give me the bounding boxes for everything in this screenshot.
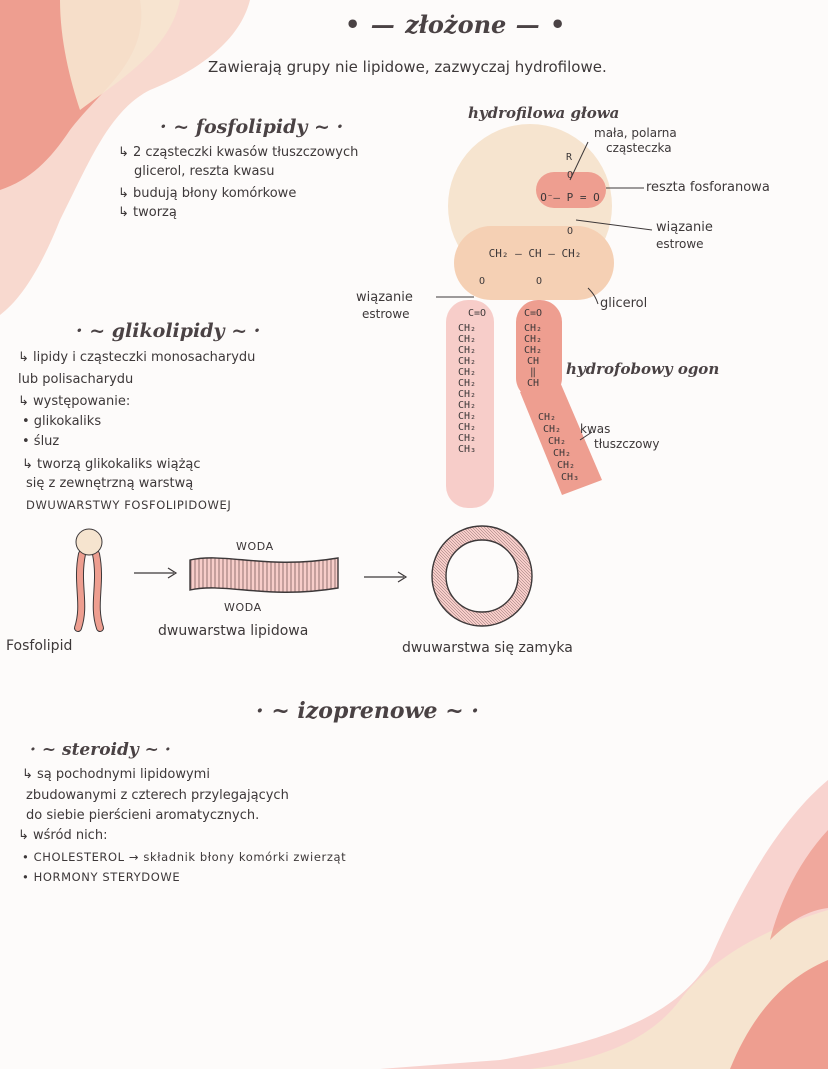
glikolipidy-line: ↳ lipidy i cząsteczki monosacharydu (18, 350, 256, 365)
chem-group: CH₃ (457, 444, 477, 455)
chem-group: CH₃ (560, 472, 580, 483)
subtitle: Zawierają grupy nie lipidowe, zazwyczaj … (208, 58, 607, 76)
phospholipid-structure (436, 124, 653, 508)
chem-group: CH₂ (457, 345, 477, 356)
water-top-label: WODA (236, 540, 274, 553)
chem-group: CH₂ (457, 323, 477, 334)
fosfolipidy-line: glicerol, reszta kwasu (134, 164, 275, 179)
lipid-bilayer-sheet (189, 557, 339, 593)
phospholipid-label: Fosfolipid (6, 638, 73, 654)
chem-group: CH₂ (457, 356, 477, 367)
chem-group: CH₂ (556, 460, 576, 471)
fosfolipidy-line: ↳ tworzą (118, 205, 177, 220)
chem-group: CH₂ (523, 345, 543, 356)
chem-group: CH₂ (457, 400, 477, 411)
chem-phosphate-row: O⁻– P = O (540, 191, 600, 204)
glikolipidy-line: się z zewnętrzną warstwą (26, 476, 194, 491)
closed-bilayer-vesicle (431, 525, 533, 627)
fosfolipidy-line: ↳ 2 cząsteczki kwasów tłuszczowych (118, 145, 359, 160)
chem-group: CH₂ (523, 334, 543, 345)
glikolipidy-line: ↳ występowanie: (18, 394, 131, 409)
steroidy-heading: · ~ steroidy ~ · (30, 740, 171, 760)
decorative-blob-bottom-right (380, 780, 828, 1069)
small-polar-label: cząsteczka (606, 141, 672, 155)
chem-group: CH (526, 378, 540, 389)
chem-group: CH₂ (547, 436, 567, 447)
fosfolipidy-line: ↳ budują błony komórkowe (118, 186, 297, 201)
hydrophilic-head-label: hydrofilowa głowa (468, 104, 620, 122)
ester-bond-left-label: wiązanie (356, 290, 413, 305)
decorative-blob-top-left (0, 0, 250, 315)
chem-group: CH₂ (457, 433, 477, 444)
chem-group: CH₂ (537, 412, 557, 423)
chem-carbonyl: C=O (467, 308, 487, 319)
fatty-acid-label: tłuszczowy (594, 437, 660, 451)
chem-right-chain-top: CH₂ CH₂ CH₂ CH ‖ CH (516, 323, 550, 389)
glikolipidy-line: DWUWARSTWY FOSFOLIPIDOWEJ (26, 498, 232, 512)
ester-bond-right-label: estrowe (656, 237, 704, 251)
chem-group: CH (526, 356, 540, 367)
chem-o: O (566, 170, 574, 181)
hydrophobic-tail-label: hydrofobowy ogon (566, 360, 720, 378)
section-title-izoprenowe: · ~ izoprenowe ~ · (256, 698, 479, 724)
steroidy-line: ↳ są pochodnymi lipidowymi (22, 767, 210, 782)
small-polar-label: mała, polarna (594, 126, 677, 140)
steroidy-line: zbudowanymi z czterech przylegających (26, 788, 289, 803)
chem-group: CH₂ (457, 334, 477, 345)
steroidy-line: do siebie pierścieni aromatycznych. (26, 808, 260, 823)
glikolipidy-line: lub polisacharydu (18, 372, 134, 387)
steroidy-line: • HORMONY STERYDOWE (22, 870, 181, 884)
glikolipidy-heading: · ~ glikolipidy ~ · (76, 320, 261, 342)
arrow-icon (134, 567, 178, 579)
chem-group: ‖ (529, 367, 537, 378)
closing-bilayer-label: dwuwarstwa się zamyka (402, 640, 573, 656)
phospholipid-icon (74, 528, 104, 632)
ester-bond-right-label: wiązanie (656, 220, 713, 235)
fosfolipidy-heading: · ~ fosfolipidy ~ · (160, 116, 344, 138)
chem-group: CH₂ (552, 448, 572, 459)
arrow-icon (364, 571, 408, 583)
steroidy-line: • CHOLESTEROL → składnik błony komórki z… (22, 850, 347, 864)
chem-carbonyl: C=O (523, 308, 543, 319)
fatty-acid-label: kwas (580, 422, 611, 436)
chem-group: CH₂ (523, 323, 543, 334)
chem-o: O (566, 226, 574, 237)
chem-group: CH₂ (457, 389, 477, 400)
glikolipidy-line: • śluz (22, 434, 60, 449)
chem-group: CH₂ (457, 378, 477, 389)
chem-o: O (535, 276, 543, 287)
chem-group: CH₂ (457, 367, 477, 378)
glikolipidy-line: • glikokaliks (22, 414, 102, 429)
chem-group: CH₂ (542, 424, 562, 435)
chem-r: R (565, 152, 573, 163)
chem-glycerol-chain: CH₂ – CH – CH₂ (488, 247, 582, 260)
phosphate-label: reszta fosforanowa (646, 180, 770, 195)
bilayer-label: dwuwarstwa lipidowa (158, 623, 309, 639)
water-bottom-label: WODA (224, 601, 262, 614)
chem-left-chain: CH₂ CH₂ CH₂ CH₂ CH₂ CH₂ CH₂ CH₂ CH₂ CH₂ … (450, 323, 484, 455)
ester-bond-left-label: estrowe (362, 307, 410, 321)
chem-group: CH₂ (457, 422, 477, 433)
steroidy-line: ↳ wśród nich: (18, 828, 108, 843)
chem-o: O (478, 276, 486, 287)
section-title-zlozone: • — złożone — • (345, 10, 567, 39)
chem-group: CH₂ (457, 411, 477, 422)
glikolipidy-line: ↳ tworzą glikokaliks wiążąc (22, 457, 201, 472)
glycerol-label: glicerol (600, 296, 648, 311)
